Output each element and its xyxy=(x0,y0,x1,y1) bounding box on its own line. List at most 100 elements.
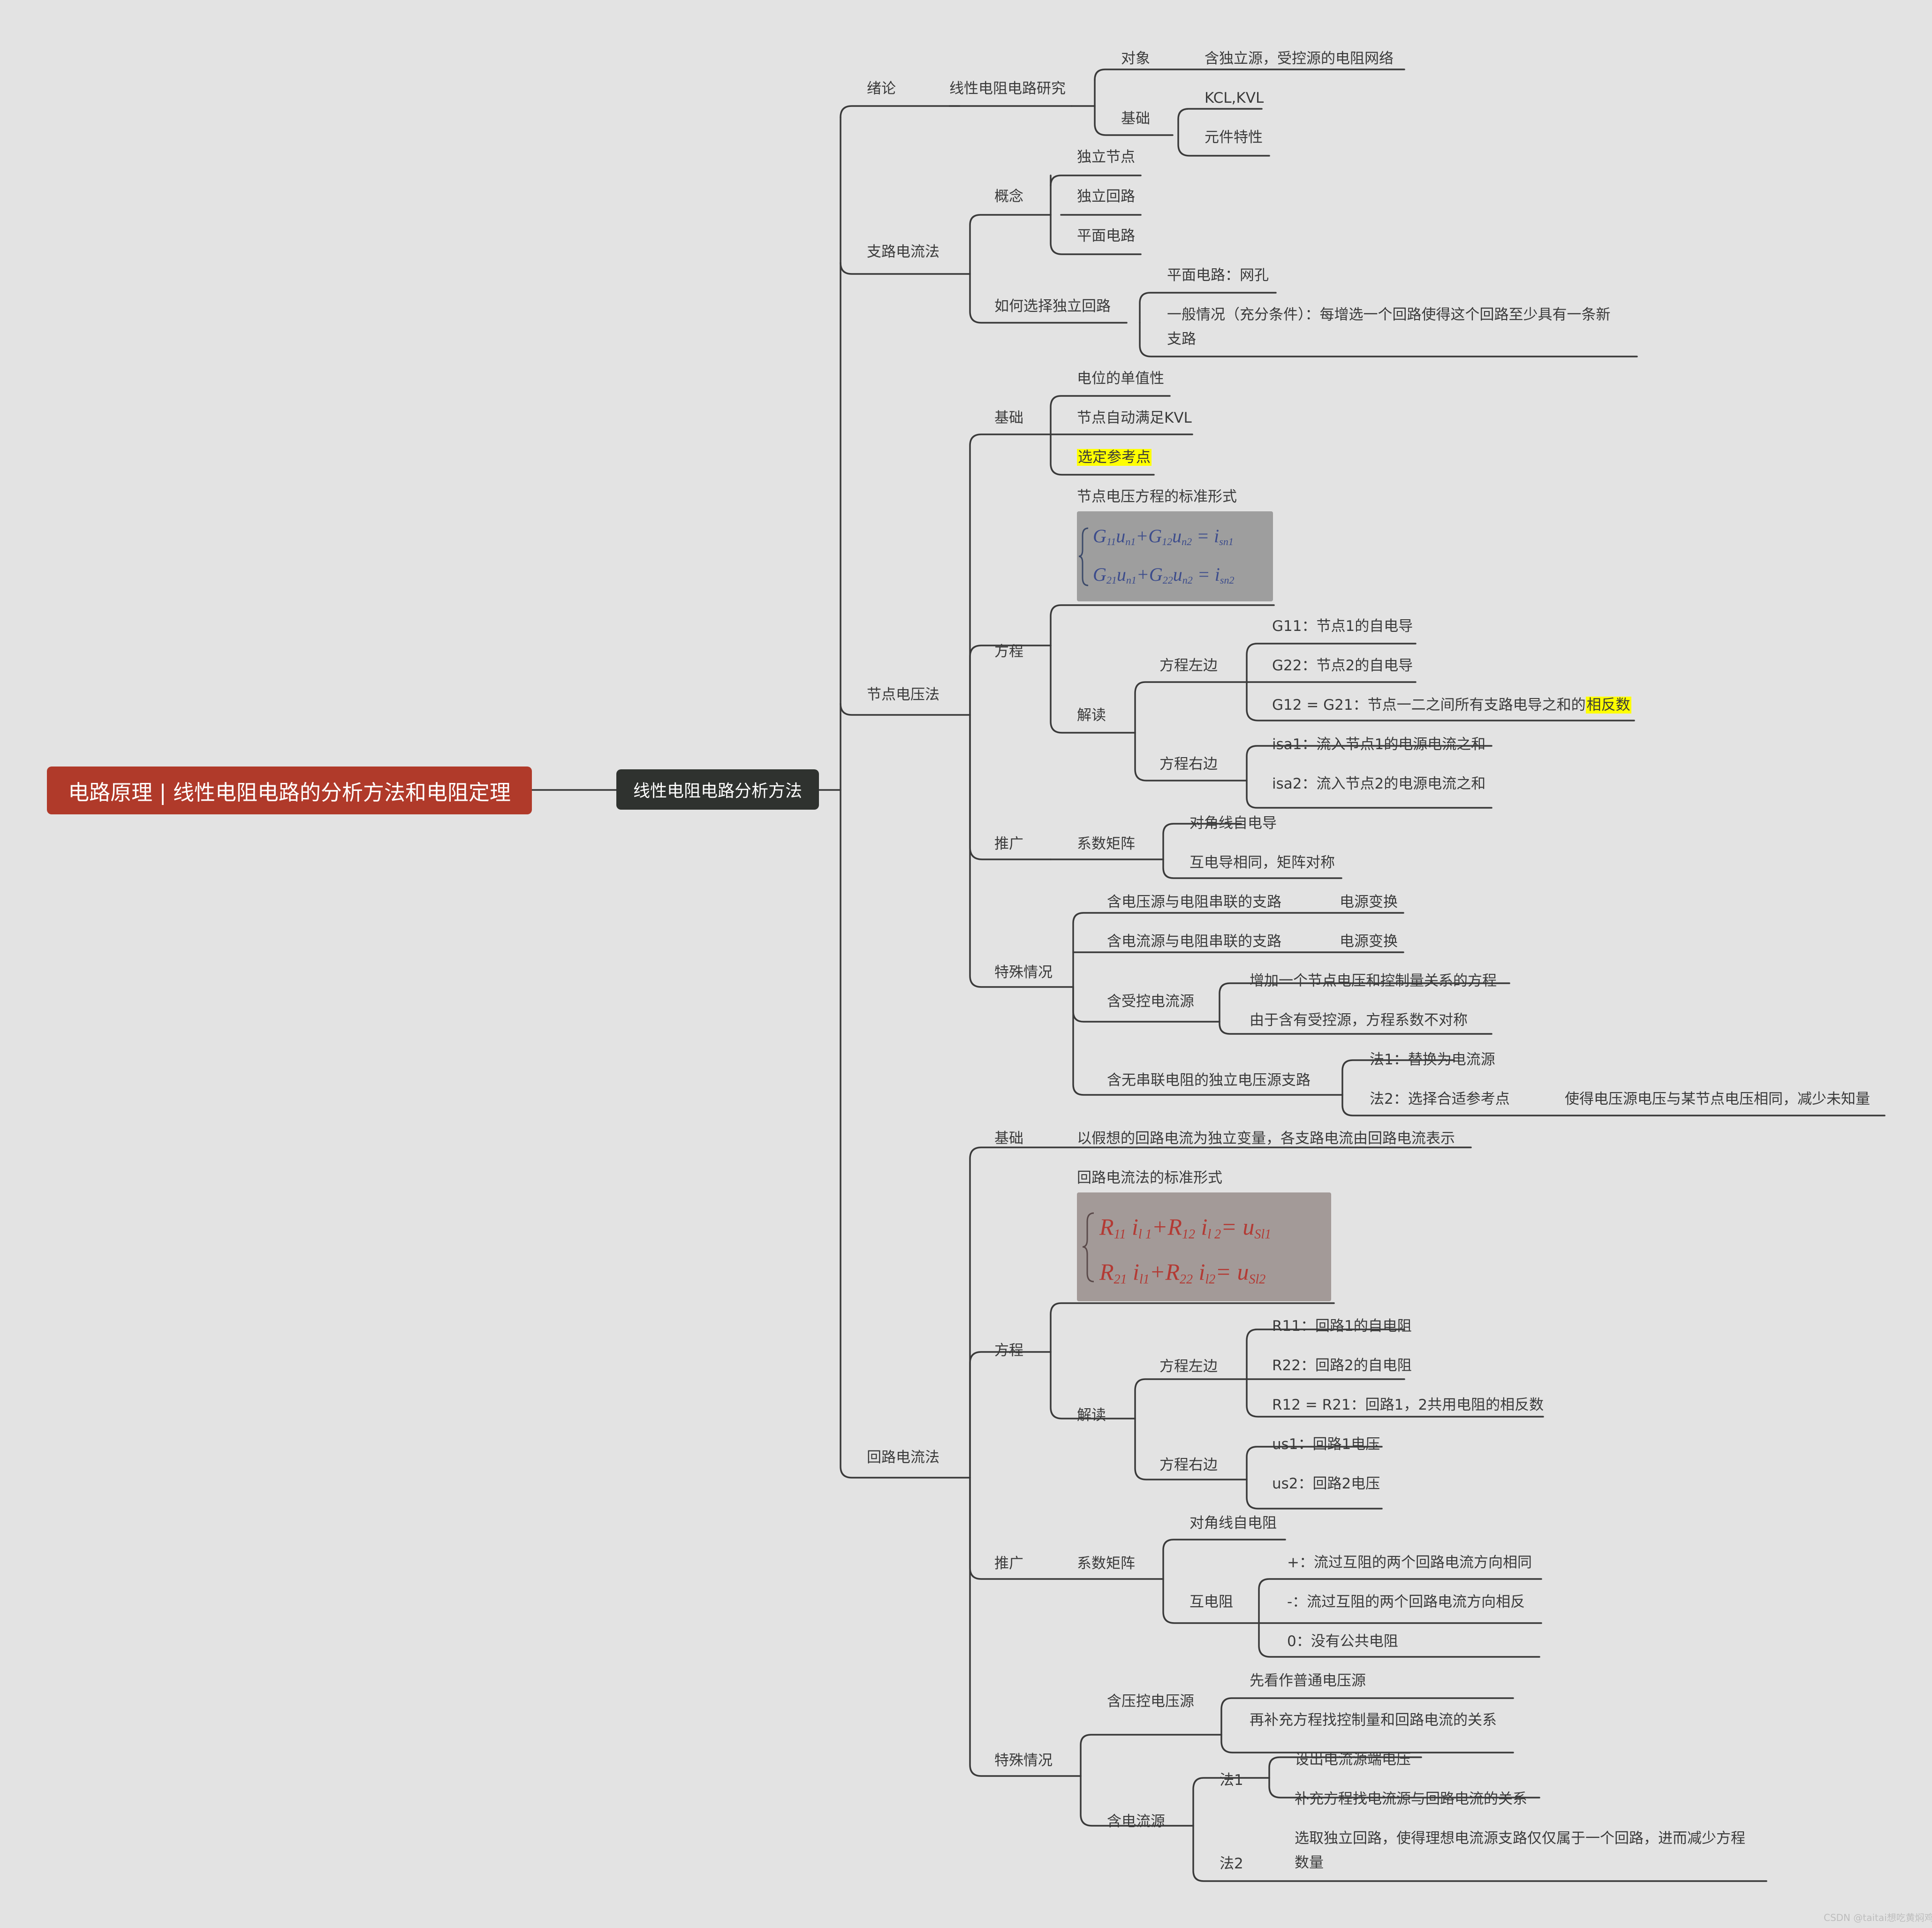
choose-item[interactable]: 一般情况（充分条件）：每增选一个回路使得这个回路至少具有一条新 xyxy=(1167,306,1611,323)
loop-interpret-node[interactable]: 解读 xyxy=(1077,1407,1106,1424)
node-special-method[interactable]: 法2：选择合适参考点 xyxy=(1370,1091,1510,1108)
loop-right-item[interactable]: us2：回路2电压 xyxy=(1272,1475,1380,1492)
loop-left-item[interactable]: R11：回路1的自电阻 xyxy=(1272,1318,1412,1335)
loop-equation-node[interactable]: 方程 xyxy=(994,1342,1023,1359)
loop-special-value[interactable]: 再补充方程找控制量和回路电流的关系 xyxy=(1250,1712,1497,1729)
branch-choose-node[interactable]: 如何选择独立回路 xyxy=(994,298,1111,315)
intro-basis-item[interactable]: KCL,KVL xyxy=(1205,90,1264,106)
loop-method-node[interactable]: 法1 xyxy=(1220,1772,1243,1789)
formula-text: 12 xyxy=(1162,536,1172,547)
intro-node[interactable]: 绪论 xyxy=(867,80,896,97)
main-topic[interactable]: 线性电阻电路分析方法 xyxy=(616,769,819,810)
loop-left-item[interactable]: R22：回路2的自电阻 xyxy=(1272,1357,1412,1374)
formula-text: u xyxy=(1116,525,1125,547)
node-left-item[interactable]: G11：节点1的自电导 xyxy=(1272,618,1413,635)
loop-special-case[interactable]: 含压控电压源 xyxy=(1107,1693,1194,1710)
formula-text: +G xyxy=(1136,564,1163,585)
branch-current-node[interactable]: 支路电流法 xyxy=(867,243,939,260)
formula-text: l2 xyxy=(1205,1272,1215,1287)
root-topic[interactable]: 电路原理 | 线性电阻电路的分析方法和电阻定理 xyxy=(47,767,532,814)
node-left-side-node[interactable]: 方程左边 xyxy=(1159,657,1218,674)
loop-mutual-item[interactable]: +：流过互阻的两个回路电流方向相同 xyxy=(1287,1554,1532,1571)
intro-object-value[interactable]: 含独立源，受控源的电阻网络 xyxy=(1205,50,1394,67)
svg-text:G11un1+G12un2 = isn1: G11un1+G12un2 = isn1 xyxy=(1093,525,1234,547)
loop-special-case[interactable]: 含电流源 xyxy=(1107,1813,1165,1830)
formula-text: = u xyxy=(1221,1214,1254,1240)
formula-text: i xyxy=(1195,1214,1207,1240)
loop-mutual-item[interactable]: -：流过互阻的两个回路电流方向相反 xyxy=(1287,1594,1525,1610)
node-left-item[interactable]: G12 = G21：节点一二之间所有支路电导之和的相反数 xyxy=(1272,696,1631,714)
node-special-node[interactable]: 特殊情况 xyxy=(994,964,1053,981)
concept-item[interactable]: 独立节点 xyxy=(1077,149,1135,166)
node-special-value[interactable]: 电源变换 xyxy=(1340,894,1398,911)
concept-item[interactable]: 独立回路 xyxy=(1077,188,1135,205)
branch-concept-node[interactable]: 概念 xyxy=(994,188,1023,205)
watermark: CSDN @taitai想吃黄焖鸡 xyxy=(1824,1912,1932,1923)
node-left-item[interactable]: G22：节点2的自电导 xyxy=(1272,657,1413,674)
intro-object-node[interactable]: 对象 xyxy=(1121,50,1150,67)
node-special-case[interactable]: 含电流源与电阻串联的支路 xyxy=(1107,933,1281,950)
formula-text: 22 xyxy=(1163,574,1173,586)
node-special-value[interactable]: 增加一个节点电压和控制量关系的方程 xyxy=(1250,972,1497,989)
loop-left-side-node[interactable]: 方程左边 xyxy=(1159,1358,1218,1375)
intro-topic-node[interactable]: 线性电阻电路研究 xyxy=(949,80,1066,97)
loop-mutual-node[interactable]: 互电阻 xyxy=(1190,1594,1233,1610)
node-basis-item[interactable]: 节点自动满足KVL xyxy=(1077,410,1192,426)
loop-mutual-item[interactable]: 0：没有公共电阻 xyxy=(1287,1633,1398,1650)
loop-special-value[interactable]: 先看作普通电压源 xyxy=(1250,1672,1366,1689)
loop-right-item[interactable]: us1：回路1电压 xyxy=(1272,1436,1380,1453)
node-equation-node[interactable]: 方程 xyxy=(994,643,1023,660)
loop-left-item[interactable]: R12 = R21：回路1，2共用电阻的相反数 xyxy=(1272,1397,1544,1413)
intro-basis-item[interactable]: 元件特性 xyxy=(1205,129,1263,146)
loop-method-item[interactable]: 补充方程找电流源与回路电流的关系 xyxy=(1295,1791,1527,1807)
node-special-method[interactable]: 法1：替换为电流源 xyxy=(1370,1051,1495,1068)
loop-standard-form[interactable]: 回路电流法的标准形式 xyxy=(1077,1169,1222,1186)
loop-right-side-node[interactable]: 方程右边 xyxy=(1159,1457,1218,1473)
node-special-value[interactable]: 由于含有受控源，方程系数不对称 xyxy=(1250,1012,1468,1029)
node-basis-item-highlighted[interactable]: 选定参考点 xyxy=(1077,448,1152,466)
node-matrix-item[interactable]: 对角线自电导 xyxy=(1190,815,1277,832)
loop-special-node[interactable]: 特殊情况 xyxy=(994,1752,1053,1769)
loop-basis-node[interactable]: 基础 xyxy=(994,1130,1023,1147)
loop-method-node[interactable]: 法2 xyxy=(1220,1855,1243,1872)
node-right-side-node[interactable]: 方程右边 xyxy=(1159,756,1218,773)
loop-method-item[interactable]: 选取独立回路，使得理想电流源支路仅仅属于一个回路，进而减少方程 xyxy=(1295,1830,1745,1847)
loop-current-node[interactable]: 回路电流法 xyxy=(867,1449,939,1466)
node-basis-node[interactable]: 基础 xyxy=(994,410,1023,426)
node-special-value[interactable]: 电源变换 xyxy=(1340,933,1398,950)
node-standard-form[interactable]: 节点电压方程的标准形式 xyxy=(1077,488,1237,505)
formula-text: l1 xyxy=(1139,1272,1150,1287)
node-basis-item[interactable]: 电位的单值性 xyxy=(1077,370,1164,387)
node-right-item[interactable]: isa2：流入节点2的电源电流之和 xyxy=(1272,775,1486,792)
node-voltage-node[interactable]: 节点电压法 xyxy=(867,686,939,703)
node-special-case[interactable]: 含无串联电阻的独立电压源支路 xyxy=(1107,1072,1311,1089)
loop-basis-value[interactable]: 以假想的回路电流为独立变量，各支路电流由回路电流表示 xyxy=(1077,1130,1455,1147)
loop-method-item[interactable]: 设出电流源端电压 xyxy=(1295,1751,1411,1768)
node-special-case[interactable]: 含电压源与电阻串联的支路 xyxy=(1107,894,1281,911)
loop-matrix-item[interactable]: 对角线自电阻 xyxy=(1190,1515,1277,1532)
formula-text: n2 xyxy=(1182,536,1192,547)
loop-matrix-node[interactable]: 系数矩阵 xyxy=(1077,1555,1135,1572)
highlight-mark: 相反数 xyxy=(1585,697,1631,714)
node-matrix-node[interactable]: 系数矩阵 xyxy=(1077,835,1135,852)
node-special-value[interactable]: 使得电压源电压与某节点电压相同，减少未知量 xyxy=(1565,1091,1870,1108)
formula-text: sn1 xyxy=(1219,536,1234,547)
node-special-case[interactable]: 含受控电流源 xyxy=(1107,993,1194,1010)
formula-text: n1 xyxy=(1125,536,1136,547)
node-right-item[interactable]: isa1：流入节点1的电源电流之和 xyxy=(1272,736,1486,753)
choose-item[interactable]: 平面电路：网孔 xyxy=(1167,267,1269,284)
formula-text: l 2 xyxy=(1207,1227,1221,1242)
formula-text: G xyxy=(1093,564,1106,585)
node-general-node[interactable]: 推广 xyxy=(994,835,1023,852)
formula-text: u xyxy=(1173,564,1182,585)
node-interpret-node[interactable]: 解读 xyxy=(1077,707,1106,724)
node-matrix-item[interactable]: 互电导相同，矩阵对称 xyxy=(1190,854,1335,871)
intro-basis-node[interactable]: 基础 xyxy=(1121,110,1150,127)
formula-text: i xyxy=(1193,1259,1205,1285)
concept-item[interactable]: 平面电路 xyxy=(1077,228,1135,244)
formula-text: sn2 xyxy=(1220,574,1235,586)
loop-equation-image: R11 il 1+R12 il 2= uSl1 R21 il1+R22 il2=… xyxy=(1077,1192,1331,1301)
formula-text: = i xyxy=(1192,525,1219,547)
loop-general-node[interactable]: 推广 xyxy=(994,1555,1023,1572)
